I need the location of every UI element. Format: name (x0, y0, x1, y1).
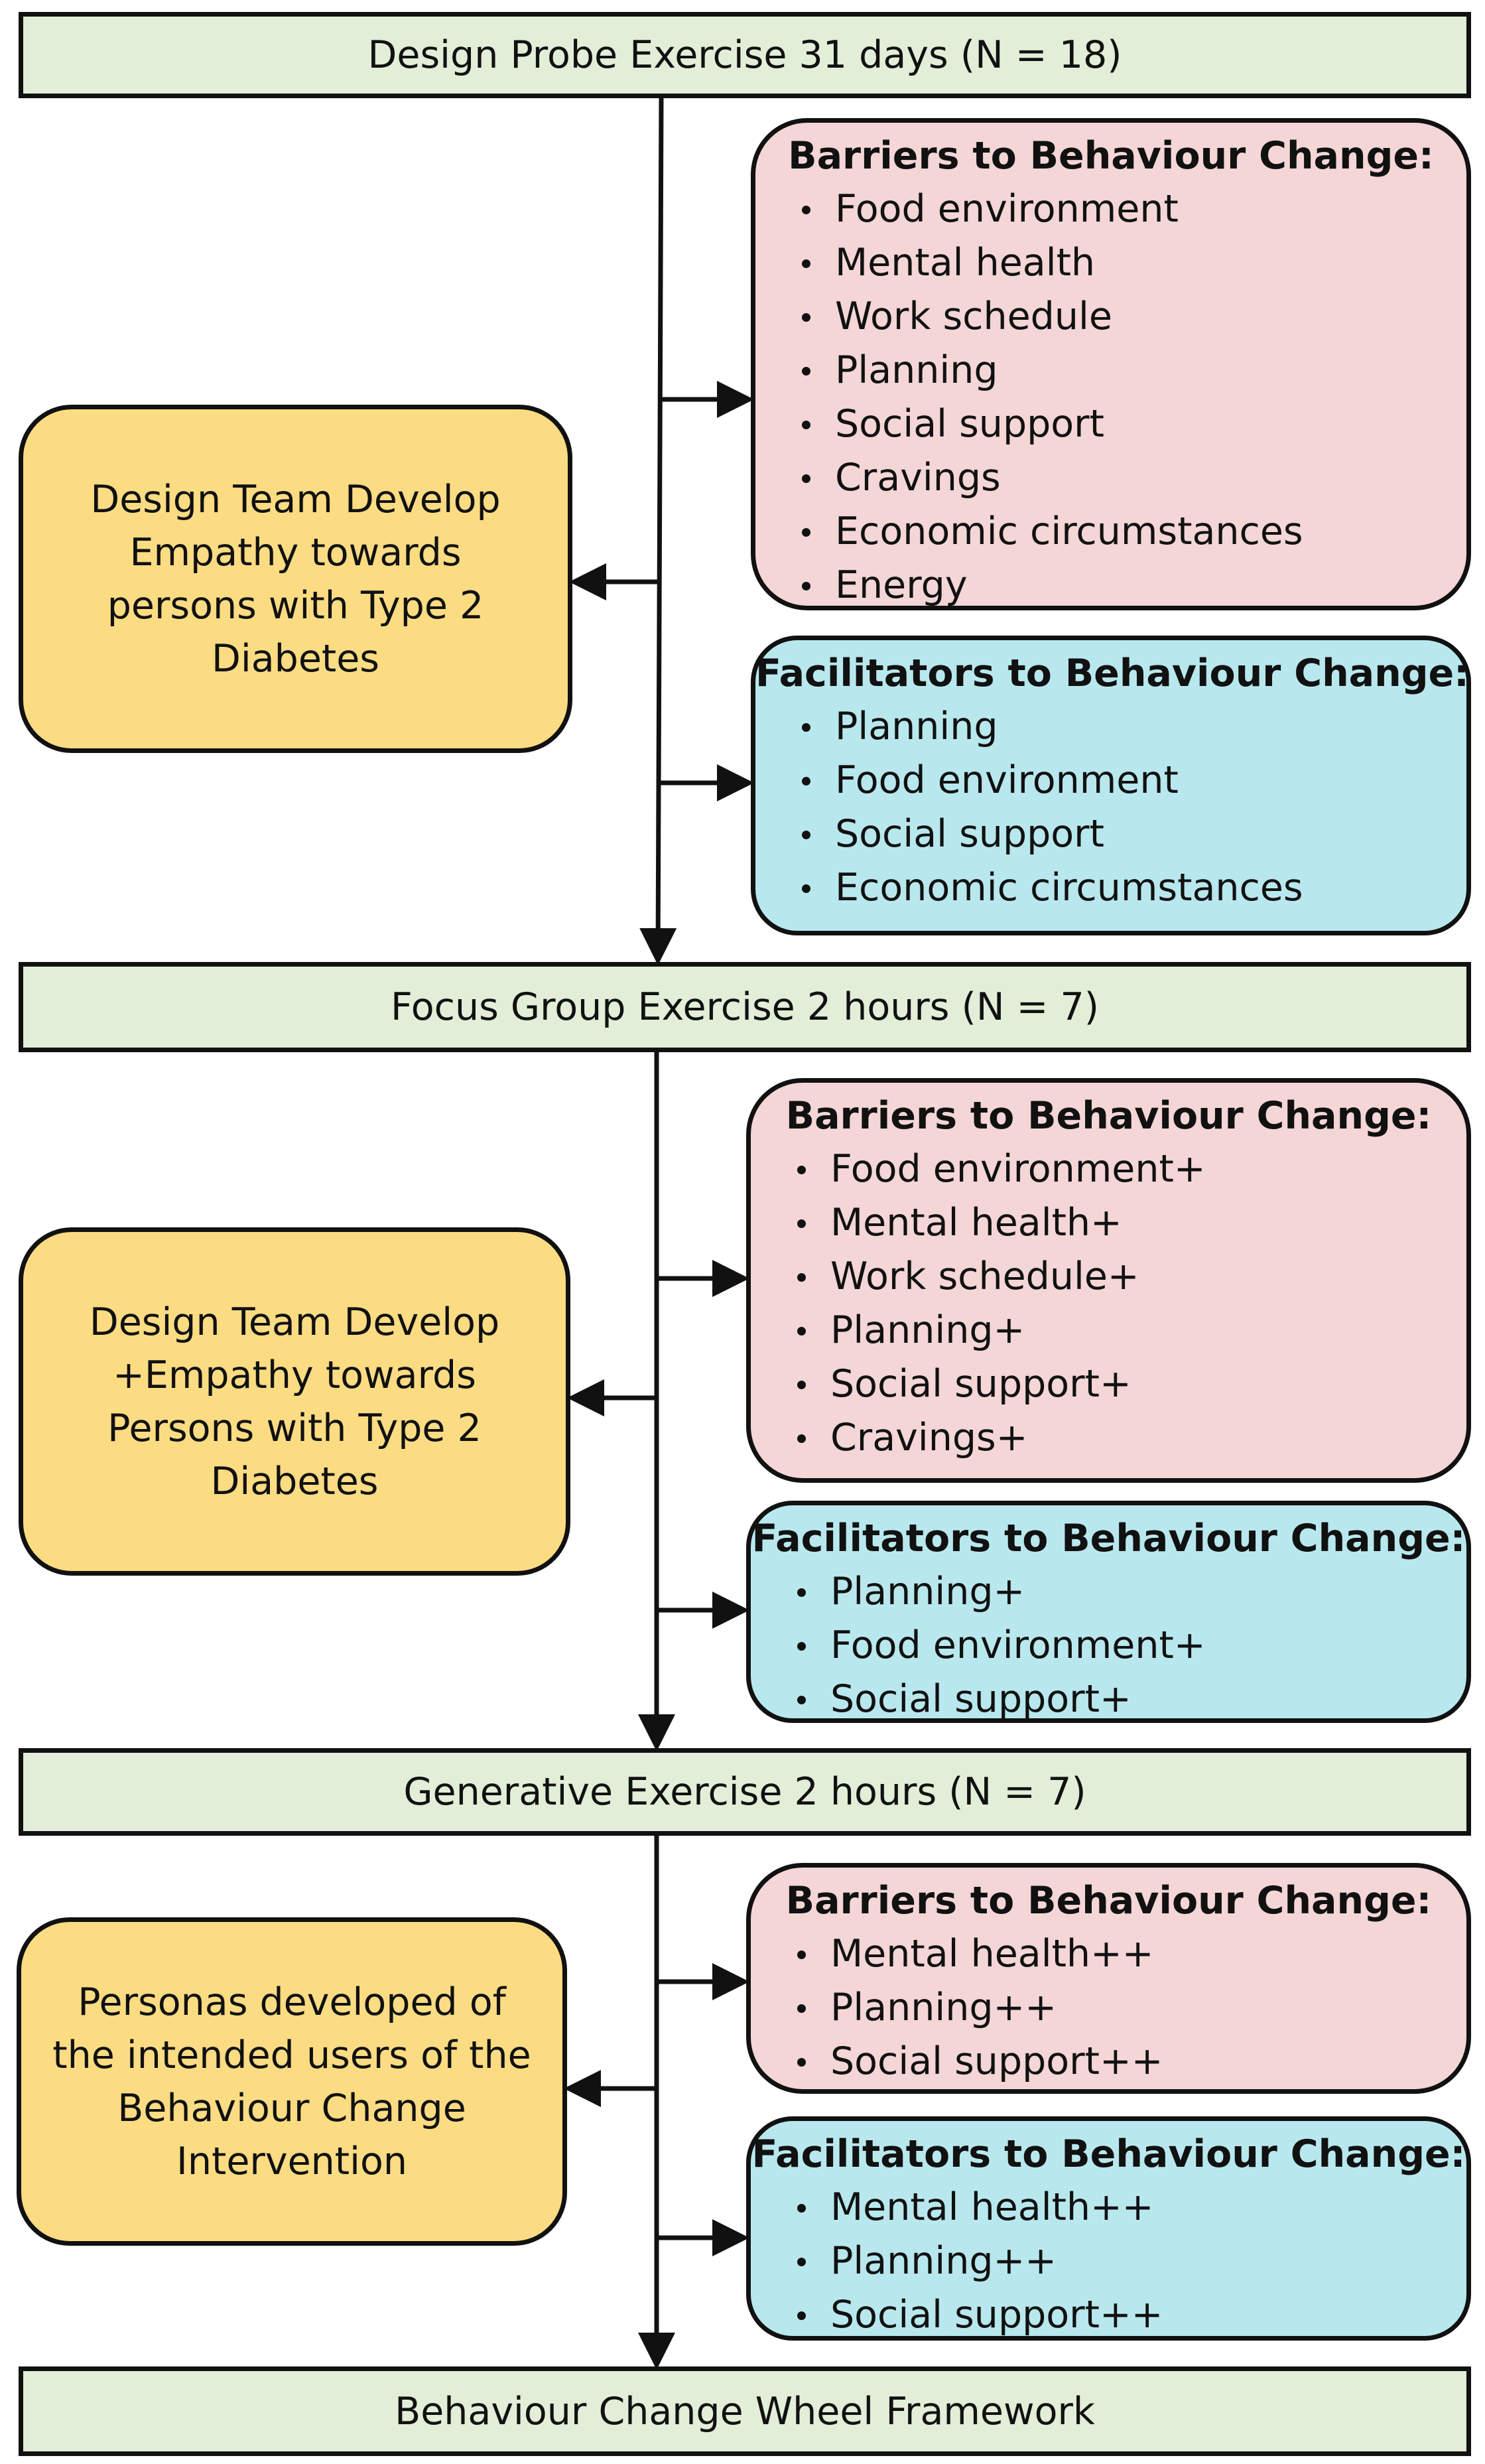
outcome-text-probe: Design Team Develop Empathy towards pers… (90, 477, 501, 681)
barrier-item: Planning++ (751, 1981, 1466, 2035)
stage-generative: Generative Exercise 2 hours (N = 7) (19, 1748, 1471, 1836)
barriers-box-generative: Barriers to Behaviour Change: Mental hea… (746, 1863, 1471, 2094)
facilitator-item: Planning+ (751, 1565, 1466, 1619)
barrier-item: Food environment (755, 182, 1466, 236)
barrier-item: Social support+ (751, 1357, 1466, 1411)
barriers-list-focus: Food environment+ Mental health+ Work sc… (751, 1142, 1466, 1465)
barrier-item: Mental health (755, 236, 1466, 290)
facilitator-item: Economic circumstances (755, 861, 1466, 915)
barrier-item: Energy (755, 559, 1466, 612)
barrier-item: Planning+ (751, 1304, 1466, 1357)
outcome-box-probe: Design Team Develop Empathy towards pers… (19, 405, 572, 753)
outcome-box-focus: Design Team Develop +Empathy towards Per… (19, 1227, 570, 1576)
stage-design-probe: Design Probe Exercise 31 days (N = 18) (19, 12, 1471, 98)
facilitator-item: Food environment+ (751, 1619, 1466, 1673)
facilitator-item: Planning++ (751, 2234, 1466, 2288)
barrier-item: Cravings+ (751, 1411, 1466, 1465)
facilitators-list-generative: Mental health++ Planning++ Social suppor… (751, 2181, 1466, 2342)
main-flow-line (639, 98, 677, 965)
facilitator-item: Food environment (755, 754, 1466, 807)
barriers-heading-probe: Barriers to Behaviour Change: (788, 134, 1434, 178)
barriers-box-probe: Barriers to Behaviour Change: Food envir… (751, 118, 1471, 610)
barrier-item: Mental health+ (751, 1196, 1466, 1250)
facilitator-item: Social support+ (751, 1673, 1466, 1726)
barrier-item: Planning (755, 344, 1466, 397)
barriers-heading-focus: Barriers to Behaviour Change: (785, 1094, 1432, 1138)
barrier-item: Food environment+ (751, 1142, 1466, 1196)
barriers-box-focus: Barriers to Behaviour Change: Food envir… (746, 1078, 1471, 1483)
barriers-list-probe: Food environment Mental health Work sche… (755, 182, 1466, 612)
stage-focus-group-label: Focus Group Exercise 2 hours (N = 7) (391, 985, 1099, 1029)
stage-generative-label: Generative Exercise 2 hours (N = 7) (403, 1770, 1086, 1814)
barrier-item: Cravings (755, 451, 1466, 505)
outcome-box-generative: Personas developed of the intended users… (17, 1917, 567, 2246)
facilitator-item: Mental health++ (751, 2181, 1466, 2234)
barriers-heading-generative: Barriers to Behaviour Change: (785, 1879, 1432, 1923)
barrier-item: Social support (755, 397, 1466, 451)
barriers-list-generative: Mental health++ Planning++ Social suppor… (751, 1927, 1466, 2088)
facilitator-item: Social support (755, 807, 1466, 861)
stage-focus-group: Focus Group Exercise 2 hours (N = 7) (19, 962, 1471, 1052)
facilitators-box-generative: Facilitators to Behaviour Change: Mental… (746, 2116, 1471, 2341)
facilitators-heading-generative: Facilitators to Behaviour Change: (751, 2132, 1466, 2176)
stage-design-probe-label: Design Probe Exercise 31 days (N = 18) (367, 33, 1122, 77)
facilitators-heading-focus: Facilitators to Behaviour Change: (751, 1517, 1466, 1560)
barrier-item: Economic circumstances (755, 505, 1466, 559)
facilitators-list-probe: Planning Food environment Social support… (755, 700, 1466, 915)
outcome-text-focus: Design Team Develop +Empathy towards Per… (89, 1300, 500, 1503)
facilitators-list-focus: Planning+ Food environment+ Social suppo… (751, 1565, 1466, 1726)
facilitator-item: Planning (755, 700, 1466, 754)
barrier-item: Mental health++ (751, 1927, 1466, 1981)
facilitators-box-focus: Facilitators to Behaviour Change: Planni… (746, 1501, 1471, 1723)
barrier-item: Social support++ (751, 2035, 1466, 2088)
barrier-item: Work schedule (755, 290, 1466, 344)
facilitator-item: Social support++ (751, 2288, 1466, 2342)
stage-framework: Behaviour Change Wheel Framework (19, 2366, 1471, 2456)
facilitators-heading-probe: Facilitators to Behaviour Change: (755, 651, 1469, 695)
outcome-text-generative: Personas developed of the intended users… (52, 1980, 531, 2183)
barrier-item: Work schedule+ (751, 1250, 1466, 1304)
stage-framework-label: Behaviour Change Wheel Framework (395, 2389, 1095, 2433)
facilitators-box-probe: Facilitators to Behaviour Change: Planni… (751, 636, 1471, 935)
